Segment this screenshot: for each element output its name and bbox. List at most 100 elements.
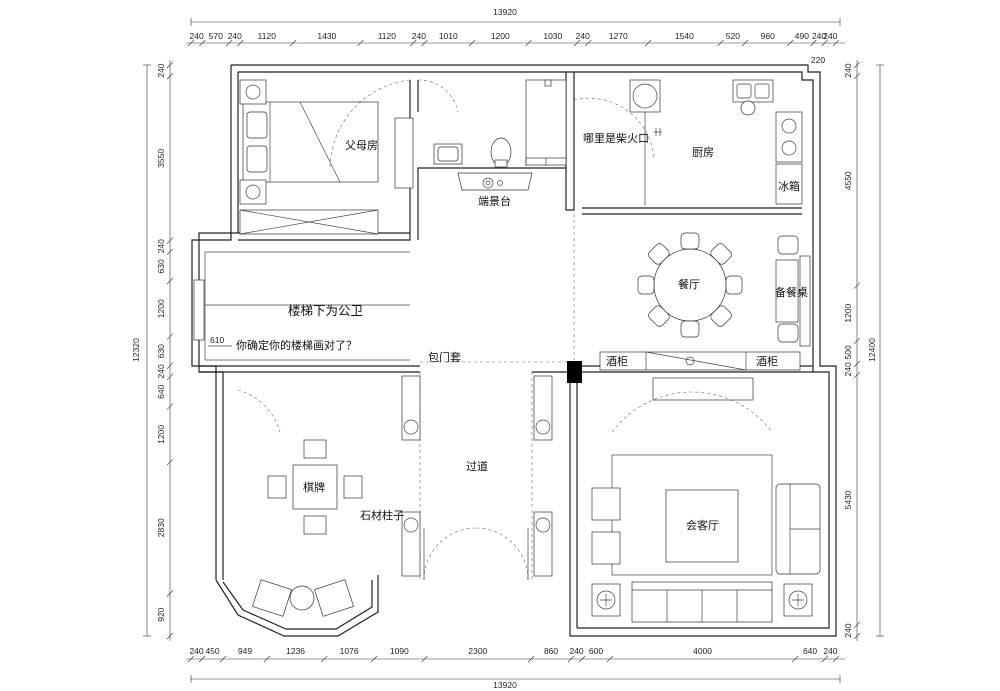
right-dim-tick: [853, 632, 861, 640]
right-total-dimension: 12400: [867, 338, 877, 362]
fridge-label: 冰箱: [778, 179, 800, 193]
bottom-dim-tick: [219, 655, 227, 663]
left-dimension-lines: [143, 60, 174, 641]
top-dim-tick: [289, 39, 297, 47]
chess-table: [237, 389, 363, 617]
dining-chair: [648, 305, 670, 327]
dining-chair: [680, 320, 700, 338]
top-dim-14: 960: [761, 31, 775, 41]
top-dim-8: 1200: [491, 31, 510, 41]
left-dim-1: 3550: [156, 149, 166, 168]
left-dim-8: 1200: [156, 425, 166, 444]
wine-cabinets: [599, 351, 801, 371]
top-extra-dimension: 220: [811, 55, 825, 65]
bottom-dim-5: 1090: [390, 646, 409, 656]
top-dim-16: 240: [812, 31, 826, 41]
dining-chair: [710, 243, 732, 265]
left-dim-tick: [166, 403, 174, 410]
left-dim-tick: [166, 333, 174, 340]
bottom-dim-tick: [527, 655, 535, 663]
right-dim-tick: [853, 61, 861, 69]
left-dim-3: 630: [156, 259, 166, 273]
right-dim-tick: [853, 360, 861, 368]
right-dim-tick: [853, 621, 861, 629]
top-dim-tick: [187, 39, 195, 47]
left-dim-5: 630: [156, 344, 166, 358]
left-dim-tick: [166, 72, 174, 80]
top-dim-9: 1030: [543, 31, 562, 41]
bottom-dim-0: 240: [189, 646, 203, 656]
stove-note-label: 哪里是柴火口: [583, 131, 649, 145]
left-dim-tick: [166, 277, 174, 285]
right-dim-tick: [853, 337, 861, 345]
top-dim-11: 1270: [609, 31, 628, 41]
left-dim-7: 640: [156, 384, 166, 398]
top-dim-tick: [741, 39, 749, 47]
living-room-label: 会客厅: [686, 518, 719, 532]
left-dim-9: 2830: [156, 518, 166, 537]
top-dim-tick: [225, 39, 233, 47]
left-dim-tick: [166, 248, 174, 255]
bottom-dim-tick: [832, 655, 840, 663]
wine-cabinet-label-1: 酒柜: [606, 355, 628, 368]
chess-room-label: 棋牌: [303, 480, 325, 494]
right-dim-5: 5430: [843, 490, 853, 509]
dining-chair: [725, 275, 743, 295]
right-dim-6: 240: [843, 623, 853, 637]
top-total-dimension: 13920: [493, 7, 517, 17]
stone-column-label: 石材柱子: [360, 508, 404, 522]
bottom-dim-1: 450: [205, 646, 219, 656]
bottom-dim-tick: [421, 655, 428, 663]
bottom-dim-tick: [370, 655, 378, 663]
door-casing-label: 包门套: [428, 350, 461, 364]
left-dim-4: 1200: [156, 299, 166, 318]
bottom-total-dimension: 13920: [493, 680, 517, 690]
top-dim-tick: [421, 39, 428, 47]
top-dim-tick: [525, 39, 532, 47]
left-dim-2: 240: [156, 239, 166, 253]
top-dim-tick: [832, 39, 840, 47]
kitchen-label: 厨房: [692, 146, 714, 159]
top-dim-15: 490: [795, 31, 809, 41]
bottom-dim-tick: [187, 655, 195, 663]
sideboard-label: 备餐桌: [775, 285, 808, 299]
right-dim-tick: [853, 282, 861, 289]
bottom-dim-tick: [792, 655, 799, 663]
wine-cabinet-label-2: 酒柜: [756, 355, 778, 368]
parents-room-label: 父母房: [345, 139, 378, 152]
parents-bed: [239, 79, 414, 235]
dining-table: [637, 232, 743, 338]
kitchen-fixtures: [573, 79, 803, 206]
left-dim-tick: [166, 458, 174, 466]
bottom-dim-4: 1076: [340, 646, 359, 656]
top-dim-tick: [787, 39, 794, 47]
top-dim-0: 240: [190, 31, 204, 41]
bottom-dimension-lines: [186, 655, 845, 683]
bottom-dim-2: 949: [238, 646, 252, 656]
top-dim-2: 240: [228, 31, 242, 41]
left-dim-tick: [166, 237, 174, 244]
bottom-dim-tick: [567, 655, 575, 663]
top-dim-17: 240: [823, 31, 837, 41]
bottom-dim-6: 2300: [468, 646, 487, 656]
top-dim-tick: [573, 39, 581, 47]
bottom-dim-tick: [821, 655, 829, 663]
bottom-dim-9: 600: [589, 646, 603, 656]
dining-chair: [680, 232, 700, 250]
left-total-dimension: 12320: [131, 338, 141, 362]
top-dim-13: 520: [726, 31, 740, 41]
stairs-question-note: 你确定你的楼梯画对了？: [236, 338, 357, 352]
right-dim-3: 500: [843, 345, 853, 359]
top-dim-5: 1120: [378, 31, 397, 41]
altar-label: 端景台: [478, 194, 511, 208]
bottom-dim-tick: [606, 655, 614, 663]
corridor-columns: [401, 214, 575, 581]
left-dim-tick: [166, 373, 174, 381]
left-dim-10: 920: [156, 607, 166, 621]
living-room-furniture: [591, 377, 821, 623]
left-dim-6: 240: [156, 364, 166, 378]
stairs-note-label: 楼梯下为公卫: [288, 303, 363, 318]
right-dim-0: 240: [843, 63, 853, 77]
